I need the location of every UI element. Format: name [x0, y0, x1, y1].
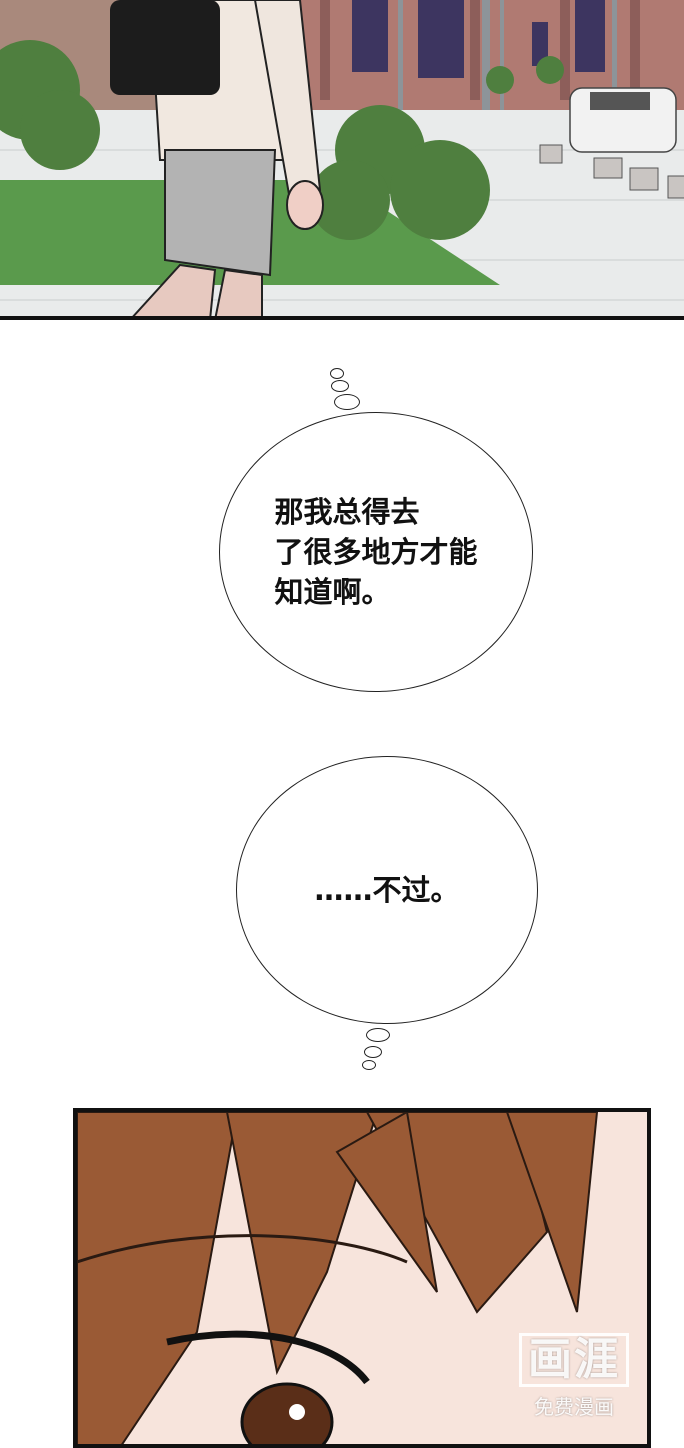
thought-dot [366, 1028, 390, 1042]
thought-dot [330, 368, 344, 379]
thought-bubble-1-text: 那我总得去 了很多地方才能 知道啊。 [274, 495, 478, 609]
street-scene-panel [0, 0, 684, 320]
closeup-face-panel: 画涯 免费漫画 [73, 1108, 651, 1448]
closeup-face-illustration [77, 1112, 647, 1444]
thought-dot [362, 1060, 376, 1070]
street-scene-illustration [0, 0, 684, 316]
watermark-logo: 画涯 [519, 1333, 629, 1387]
thought-bubble-1: 那我总得去 了很多地方才能 知道啊。 [219, 412, 533, 692]
thought-dot [331, 380, 349, 392]
thought-bubble-2-text: ……不过。 [314, 873, 460, 907]
watermark: 画涯 免费漫画 [519, 1333, 629, 1420]
thought-bubble-2: ……不过。 [236, 756, 538, 1024]
thought-dot [334, 394, 360, 410]
watermark-subtitle: 免费漫画 [534, 1395, 614, 1419]
thought-dot [364, 1046, 382, 1058]
